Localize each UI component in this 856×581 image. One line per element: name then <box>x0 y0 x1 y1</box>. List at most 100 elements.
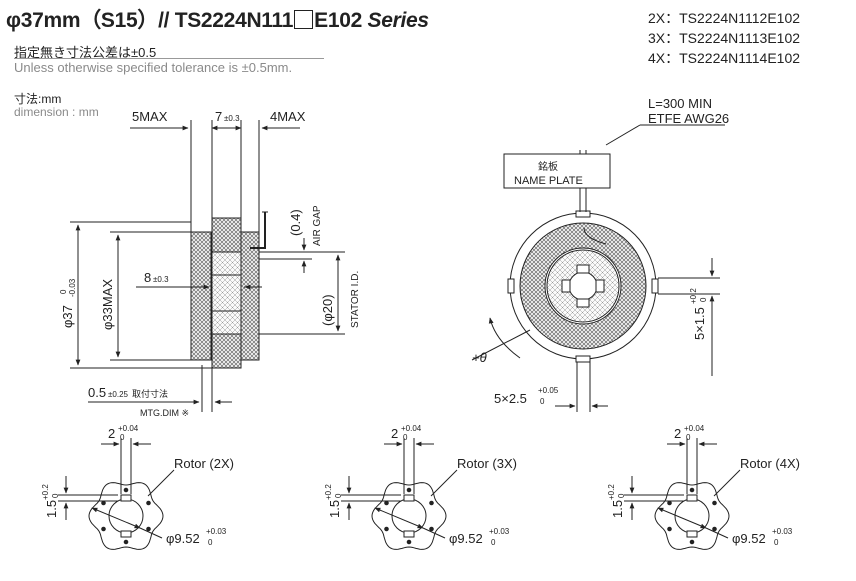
rotor-hole <box>406 539 412 545</box>
tolerance-note-jp: 指定無き寸法公差は±0.5 <box>14 45 157 60</box>
rotor-hole <box>667 526 672 532</box>
slot-dim: 5×1.5 <box>692 307 707 340</box>
rotor-depth: 1.5 <box>44 500 59 518</box>
rotor-width: 2 <box>674 426 681 441</box>
variant-3x: 3X：TS2224N1113E102 <box>648 30 801 46</box>
rotor-hole <box>146 526 151 532</box>
rotor-hole <box>101 526 106 532</box>
rotor-bore-tol-lower: 0 <box>774 538 779 547</box>
rotor-bore-dim: φ9.52 <box>732 531 766 546</box>
nameplate-en: NAME PLATE <box>514 175 583 187</box>
rotor-hole <box>123 539 129 545</box>
rotor-bore-dim: φ9.52 <box>166 531 200 546</box>
lead-type: ETFE AWG26 <box>648 111 729 126</box>
rotor-bore-tol-upper: +0.03 <box>489 527 510 536</box>
rotor-hole <box>146 500 151 506</box>
title-prefix: φ37mm（S15）// TS2224N111 <box>6 9 294 32</box>
rotor-depth: 1.5 <box>327 500 342 518</box>
rotor-hole <box>712 526 717 532</box>
rotor-bore <box>108 498 144 534</box>
rotor-hole <box>384 526 389 532</box>
rotor-bore-tol-upper: +0.03 <box>772 527 793 536</box>
title-suffix: E102 <box>314 9 362 32</box>
rotor-width-tol-upper: +0.04 <box>401 424 422 433</box>
dim-8: 8 <box>144 270 151 285</box>
rotor-depth-tol-upper: +0.2 <box>607 484 616 500</box>
variant-4x: 4X：TS2224N1114E102 <box>648 50 801 66</box>
rotor-hole <box>689 487 695 493</box>
dim-7-tol: ±0.3 <box>224 114 240 123</box>
front-view-labels: L=300 MIN ETFE AWG26 銘板 NAME PLATE 5×1.5… <box>472 96 729 406</box>
stator-id-label: STATOR I.D. <box>350 271 361 328</box>
tolerance-note-en: Unless otherwise specified tolerance is … <box>14 60 293 75</box>
variant-list: 2X：TS2224N1112E102 3X：TS2224N1113E102 4X… <box>648 8 800 68</box>
rotor-depth-tol-lower: 0 <box>51 493 60 498</box>
air-gap-label: AIR GAP <box>312 205 323 246</box>
width-tol-lower: 0 <box>540 397 545 406</box>
dim-5max: 5MAX <box>132 109 168 124</box>
rotor-hole <box>123 487 129 493</box>
dimension-unit-en: dimension : mm <box>14 105 99 119</box>
title-series: Series <box>367 9 430 32</box>
rotor-width: 2 <box>391 426 398 441</box>
rotor-hole <box>384 500 389 506</box>
width-tol-upper: +0.05 <box>538 386 559 395</box>
rotor-width: 2 <box>108 426 115 441</box>
dim-phi37-tol-upper: 0 <box>59 289 68 294</box>
dim-phi37: φ37 <box>60 305 75 328</box>
nameplate-jp: 銘板 <box>538 160 558 173</box>
front-view <box>471 124 725 412</box>
rotor-depth-tol-upper: +0.2 <box>324 484 333 500</box>
rotor-depth-tol-lower: 0 <box>334 493 343 498</box>
air-gap-value: (0.4) <box>288 209 303 236</box>
mtg-dim-label: MTG.DIM ※ <box>140 408 189 418</box>
rotor-bore-dim: φ9.52 <box>449 531 483 546</box>
rotor-keyway <box>686 494 698 502</box>
dim-phi33max: φ33MAX <box>100 279 115 330</box>
rotor-bore <box>391 498 427 534</box>
rotor-width-tol-lower: 0 <box>403 433 408 442</box>
rotor-label: Rotor (4X) <box>740 456 800 471</box>
dimension-unit-jp: 寸法:mm <box>14 92 62 106</box>
rotor-hole <box>406 487 412 493</box>
mtg-dim-tol: ±0.25 <box>108 390 129 399</box>
rotor-width-tol-lower: 0 <box>120 433 125 442</box>
lead-length: L=300 MIN <box>648 96 712 111</box>
rotor-outline <box>624 438 741 550</box>
variant-2x: 2X：TS2224N1112E102 <box>648 10 801 26</box>
rotor-hole <box>689 539 695 545</box>
rotor-hole <box>429 526 434 532</box>
variant-placeholder-box <box>294 10 314 29</box>
slot-tol-lower: 0 <box>699 297 708 302</box>
rotor-hole <box>101 500 106 506</box>
dim-7: 7 <box>215 109 222 124</box>
rotor-depth-tol-lower: 0 <box>617 493 626 498</box>
rotor-outline <box>58 438 175 550</box>
mtg-dim-value: 0.5 <box>88 385 106 400</box>
rotor-width-tol-upper: +0.04 <box>118 424 139 433</box>
rotor-depth-tol-upper: +0.2 <box>41 484 50 500</box>
rotor-depth: 1.5 <box>610 500 625 518</box>
side-view-labels: 5MAX 7 ±0.3 4MAX 8 ±0.3 φ37 0 -0.03 φ33M… <box>59 109 361 418</box>
rotor-bore-tol-lower: 0 <box>491 538 496 547</box>
tolerance-divider <box>14 58 324 59</box>
rotor-hole <box>667 500 672 506</box>
rotor-label: Rotor (3X) <box>457 456 517 471</box>
rotor-keyway <box>403 494 415 502</box>
theta-label: +θ <box>472 350 487 365</box>
dim-8-tol: ±0.3 <box>153 275 169 284</box>
drawing-title: φ37mm（S15）// TS2224N111 E102 Series <box>6 4 429 34</box>
dim-4max: 4MAX <box>270 109 306 124</box>
dim-phi37-tol-lower: -0.03 <box>68 278 77 297</box>
rotor-label: Rotor (2X) <box>174 456 234 471</box>
